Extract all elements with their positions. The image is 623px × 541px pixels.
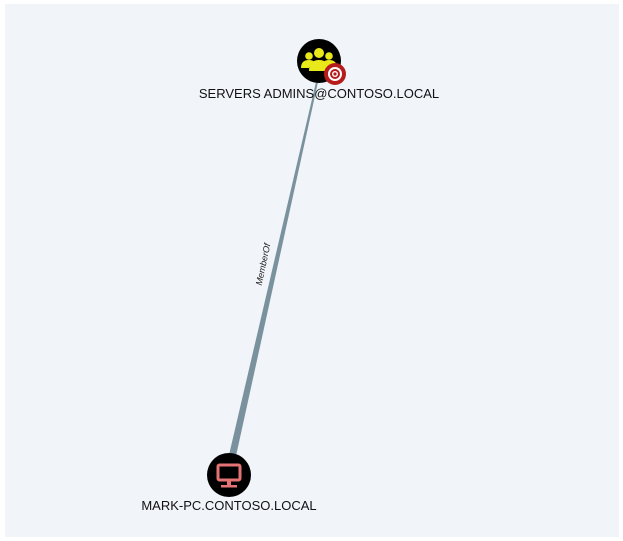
graph-canvas[interactable] — [5, 4, 619, 537]
monitor-icon — [216, 463, 242, 488]
group-node[interactable] — [297, 39, 346, 85]
target-icon — [324, 63, 346, 85]
computer-node[interactable] — [207, 453, 251, 497]
group-node-label: SERVERS ADMINS@CONTOSO.LOCAL — [198, 86, 440, 101]
computer-node-label: MARK-PC.CONTOSO.LOCAL — [141, 498, 317, 513]
edge-label: MemberOf — [254, 241, 273, 286]
edge-memberof[interactable] — [229, 82, 318, 456]
